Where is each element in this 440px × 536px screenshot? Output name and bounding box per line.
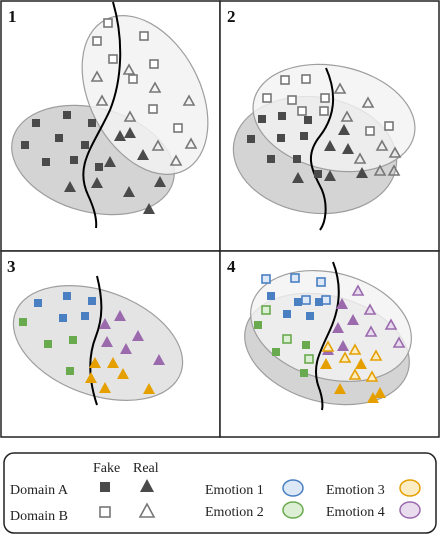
domain-b-fake-points <box>92 18 183 133</box>
emotion-1-ellipse-icon <box>282 479 304 497</box>
legend-emotion-1-label: Emotion 1 <box>205 483 264 498</box>
legend-box <box>3 452 437 534</box>
panel-2: 2 <box>227 7 416 231</box>
panel-4: 4 <box>227 257 412 411</box>
emotion-3-real-points <box>320 358 386 403</box>
domain-b-ellipse <box>252 63 416 173</box>
legend-domain-b-label: Domain B <box>10 509 68 524</box>
emotion-4-points <box>99 310 165 365</box>
domain-b-real-triangle-icon <box>138 502 156 518</box>
domain-a-fake-points <box>247 112 322 178</box>
domain-a-real-triangle-icon <box>140 479 154 492</box>
panel-label: 4 <box>227 257 236 276</box>
emotion-1-points <box>34 292 96 322</box>
domain-b-fake-points <box>262 74 394 136</box>
domain-b-real-points <box>333 82 402 176</box>
legend-fake-header: Fake <box>93 461 120 476</box>
legend-real-header: Real <box>133 461 159 476</box>
emotion-2-points <box>19 318 77 375</box>
panel-label: 3 <box>7 257 16 276</box>
emotion-4-fake-points <box>351 284 406 348</box>
emotion-3-fake-points <box>321 340 383 382</box>
domain-a-fake-points <box>21 111 103 171</box>
panel-label: 2 <box>227 7 236 26</box>
legend-emotion-4-label: Emotion 4 <box>326 505 385 520</box>
domain-a-ellipse <box>12 285 184 401</box>
panel-1: 1 <box>8 1 209 229</box>
emotion-2-fake-points <box>261 305 314 364</box>
decision-boundary <box>314 261 340 411</box>
domain-b-fake-square-icon <box>99 506 111 518</box>
domain-a-fake-square-icon <box>100 482 110 492</box>
decision-boundary <box>89 275 103 406</box>
panel-label: 1 <box>8 7 17 26</box>
legend: Fake Real Domain A Domain B Emotion 1 Em… <box>3 452 437 534</box>
decision-boundary <box>309 67 335 231</box>
panel-3: 3 <box>7 257 184 406</box>
emotion-1-real-points <box>267 292 323 320</box>
emotion-2-ellipse-icon <box>282 501 304 519</box>
domain-b-real-points <box>90 63 198 166</box>
domain-a-real-points <box>292 124 368 183</box>
decision-boundary <box>82 1 122 229</box>
domain-a-real-points <box>64 127 166 214</box>
emotion-3-points <box>85 357 155 394</box>
emotion-1-fake-points <box>261 273 331 305</box>
emotion-4-ellipse-icon <box>399 501 421 519</box>
legend-domain-a-label: Domain A <box>10 483 69 498</box>
emotion-3-ellipse-icon <box>399 479 421 497</box>
emotion-2-real-points <box>254 321 310 377</box>
legend-emotion-3-label: Emotion 3 <box>326 483 385 498</box>
legend-emotion-2-label: Emotion 2 <box>205 505 264 520</box>
emotion-4-real-points <box>322 298 359 355</box>
